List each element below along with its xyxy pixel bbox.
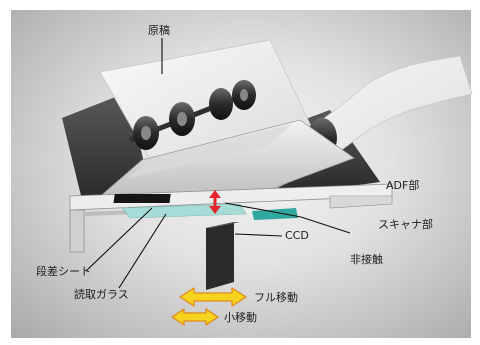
label-non-contact: 非接触 (350, 253, 383, 266)
label-ccd: CCD (285, 229, 309, 242)
feed-rollers (129, 80, 256, 150)
label-original: 原稿 (148, 24, 170, 37)
label-step-sheet: 段差シート (36, 265, 91, 278)
scanner-housing-front (69, 209, 85, 253)
scanner-sensor (252, 208, 298, 220)
label-reading-glass: 読取ガラス (74, 288, 129, 301)
full-move-arrow (179, 287, 247, 307)
step-sheet (113, 194, 171, 203)
label-full-move: フル移動 (254, 291, 298, 304)
ccd-unit (206, 222, 234, 290)
scanner-housing-right (329, 195, 393, 209)
label-scanner-section: スキャナ部 (378, 218, 433, 231)
gap-arrow (209, 190, 221, 214)
leader-lines (85, 38, 351, 289)
label-adf-section: ADF部 (386, 179, 420, 192)
label-small-move: 小移動 (224, 311, 257, 324)
small-move-arrow (171, 308, 219, 326)
